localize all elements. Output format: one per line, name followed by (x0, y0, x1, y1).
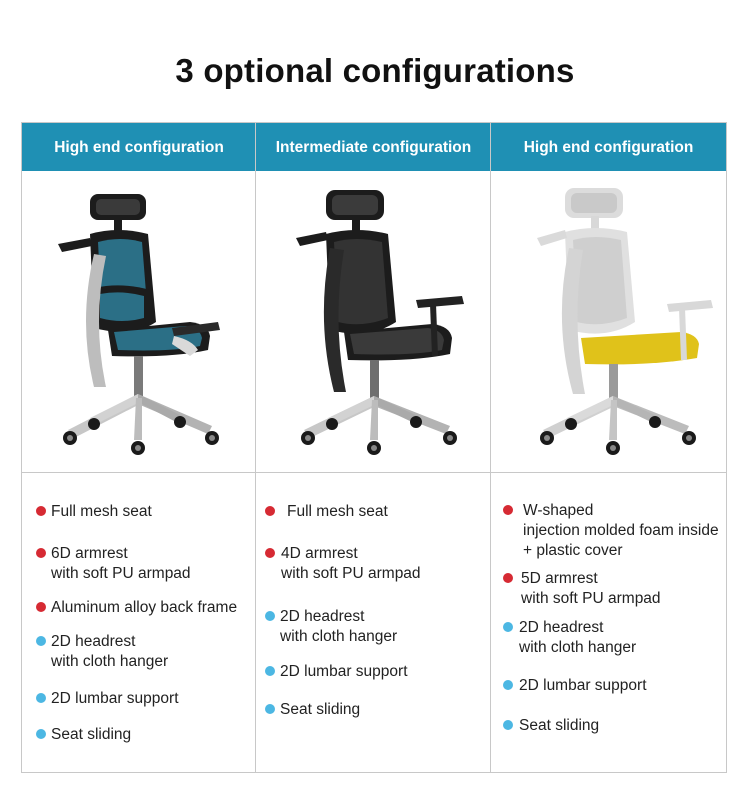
table-header: High end configuration Intermediate conf… (22, 123, 726, 171)
bullet-red-icon (36, 602, 46, 612)
bullet-red-icon (36, 548, 46, 558)
feature-item: 6D armrest with soft PU armpad (51, 544, 191, 584)
feature-item: Full mesh seat (287, 502, 388, 522)
feature-text: Seat sliding (519, 717, 600, 734)
bullet-red-icon (503, 573, 513, 583)
feature-item: Aluminum alloy back frame (51, 598, 237, 618)
bullet-red-icon (265, 506, 275, 516)
feature-item: 2D lumbar support (280, 662, 408, 682)
feature-text: 2D headrest (519, 619, 604, 636)
comparison-table: High end configuration Intermediate conf… (21, 122, 727, 773)
feature-text: 2D lumbar support (51, 690, 179, 707)
feature-subtext: with cloth hanger (280, 628, 398, 645)
chair-icon-black-mesh (296, 190, 464, 455)
bullet-blue-icon (503, 680, 513, 690)
feature-item: 2D headrest with cloth hanger (51, 632, 168, 672)
chair-icon-white-yellow-seat (537, 188, 713, 455)
feature-subtext: with cloth hanger (51, 653, 169, 670)
feature-item: W-shaped injection molded foam inside + pl… (523, 501, 719, 561)
page-title: 3 optional configurations (175, 52, 575, 89)
feature-text: 2D headrest (280, 608, 365, 625)
feature-subtext: with soft PU armpad (281, 565, 421, 582)
feature-text: Seat sliding (51, 726, 132, 743)
feature-subtext: injection molded foam inside (523, 522, 719, 539)
feature-item: 4D armrest with soft PU armpad (281, 544, 421, 584)
feature-item: Full mesh seat (51, 502, 152, 522)
feature-text: Aluminum alloy back frame (51, 599, 238, 616)
bullet-blue-icon (36, 636, 46, 646)
bullet-red-icon (503, 505, 513, 515)
feature-subtext: with soft PU armpad (51, 565, 191, 582)
feature-text: Seat sliding (280, 701, 361, 718)
bullet-blue-icon (265, 704, 275, 714)
feature-text: 5D armrest (521, 570, 598, 587)
bullet-blue-icon (36, 693, 46, 703)
chair-image-1 (22, 172, 255, 472)
bullet-blue-icon (265, 666, 275, 676)
feature-item: 2D headrest with cloth hanger (519, 618, 636, 658)
feature-text: Full mesh seat (51, 503, 152, 520)
feature-item: 2D lumbar support (519, 676, 647, 696)
feature-item: 5D armrest with soft PU armpad (521, 569, 661, 609)
bullet-blue-icon (265, 611, 275, 621)
feature-text: Full mesh seat (287, 503, 388, 520)
column-header-1: High end configuration (54, 139, 224, 156)
feature-subtext: + plastic cover (523, 542, 623, 559)
bullet-blue-icon (503, 720, 513, 730)
feature-item: Seat sliding (280, 700, 360, 720)
chair-image-2 (256, 172, 490, 472)
feature-subtext: with cloth hanger (519, 639, 637, 656)
bullet-blue-icon (503, 622, 513, 632)
column-divider (255, 123, 256, 772)
feature-item: Seat sliding (519, 716, 599, 736)
bullet-red-icon (36, 506, 46, 516)
feature-item: Seat sliding (51, 725, 131, 745)
feature-subtext: with soft PU armpad (521, 590, 661, 607)
bullet-red-icon (265, 548, 275, 558)
feature-item: 2D headrest with cloth hanger (280, 607, 397, 647)
chair-icon-black-blue-mesh (58, 194, 220, 455)
feature-text: 4D armrest (281, 545, 358, 562)
feature-text: 2D headrest (51, 633, 136, 650)
feature-text: 2D lumbar support (519, 677, 647, 694)
bullet-blue-icon (36, 729, 46, 739)
column-divider (490, 123, 491, 772)
feature-item: 2D lumbar support (51, 689, 179, 709)
chair-image-3 (491, 172, 726, 472)
feature-text: W-shaped (523, 502, 594, 519)
feature-text: 6D armrest (51, 545, 128, 562)
column-header-3: High end configuration (523, 139, 694, 156)
column-header-2: Intermediate configuration (275, 139, 472, 156)
row-divider (22, 472, 726, 473)
feature-text: 2D lumbar support (280, 663, 408, 680)
